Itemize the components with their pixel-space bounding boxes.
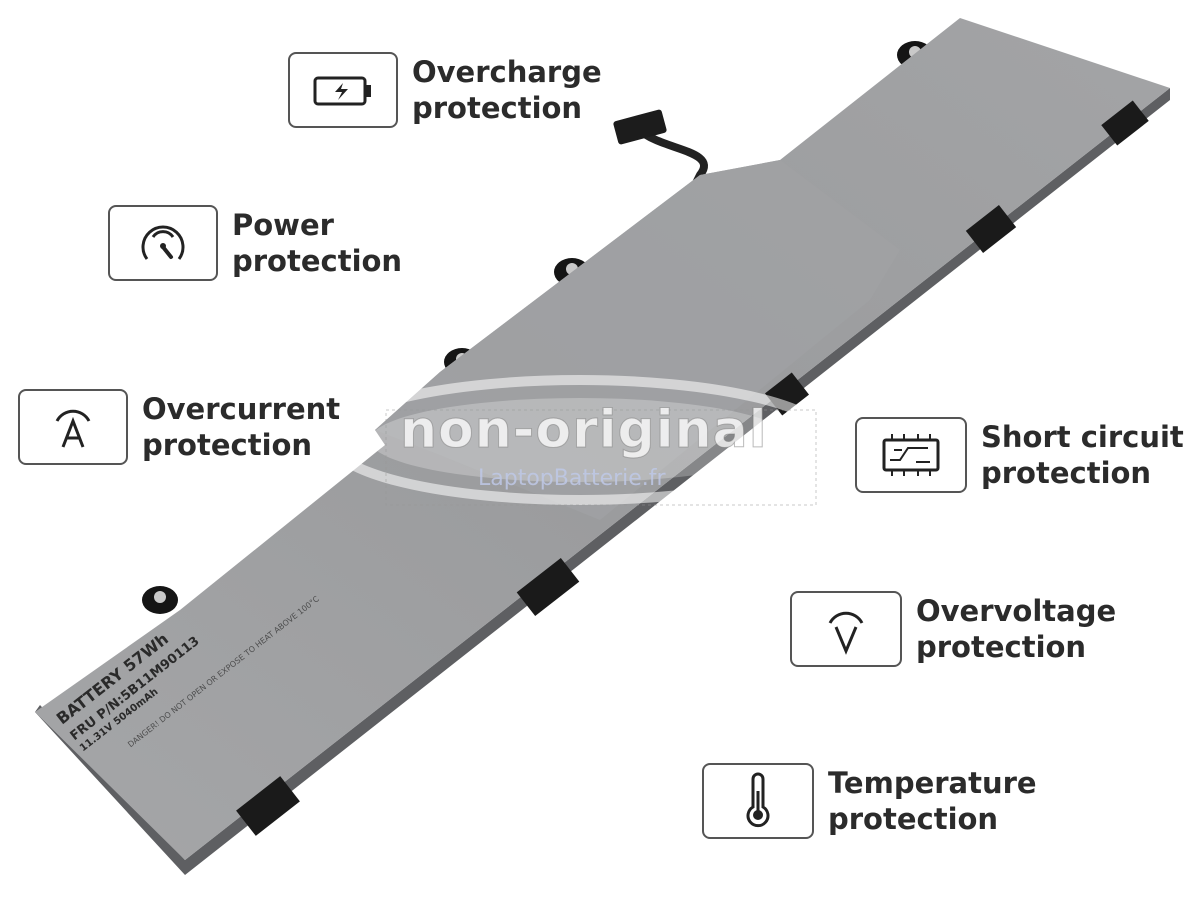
feature-line1: Overvoltage xyxy=(916,594,1117,628)
current-icon xyxy=(55,409,91,448)
feature-line2: protection xyxy=(981,456,1152,490)
feature-line1: Short circuit xyxy=(981,420,1184,454)
battery-connector xyxy=(613,109,667,145)
gauge-icon xyxy=(141,225,185,260)
feature-line1: Power xyxy=(232,208,334,242)
watermark: non-original xyxy=(400,400,768,461)
feature-line1: Overcharge xyxy=(412,55,602,89)
watermark-sub: LaptopBatterie.fr xyxy=(478,466,666,491)
feature-line2: protection xyxy=(828,802,999,836)
feature-line2: protection xyxy=(412,91,583,125)
feature-line1: Overcurrent xyxy=(142,392,341,426)
feature-line1: Temperature xyxy=(828,766,1037,800)
feature-line2: protection xyxy=(232,244,403,278)
thermometer-icon xyxy=(746,772,770,828)
circuit-board-icon xyxy=(882,434,940,476)
battery-charge-icon xyxy=(313,76,371,106)
feature-line2: protection xyxy=(916,630,1087,664)
feature-line2: protection xyxy=(142,428,313,462)
voltage-icon xyxy=(828,611,864,655)
latches xyxy=(236,100,1149,836)
